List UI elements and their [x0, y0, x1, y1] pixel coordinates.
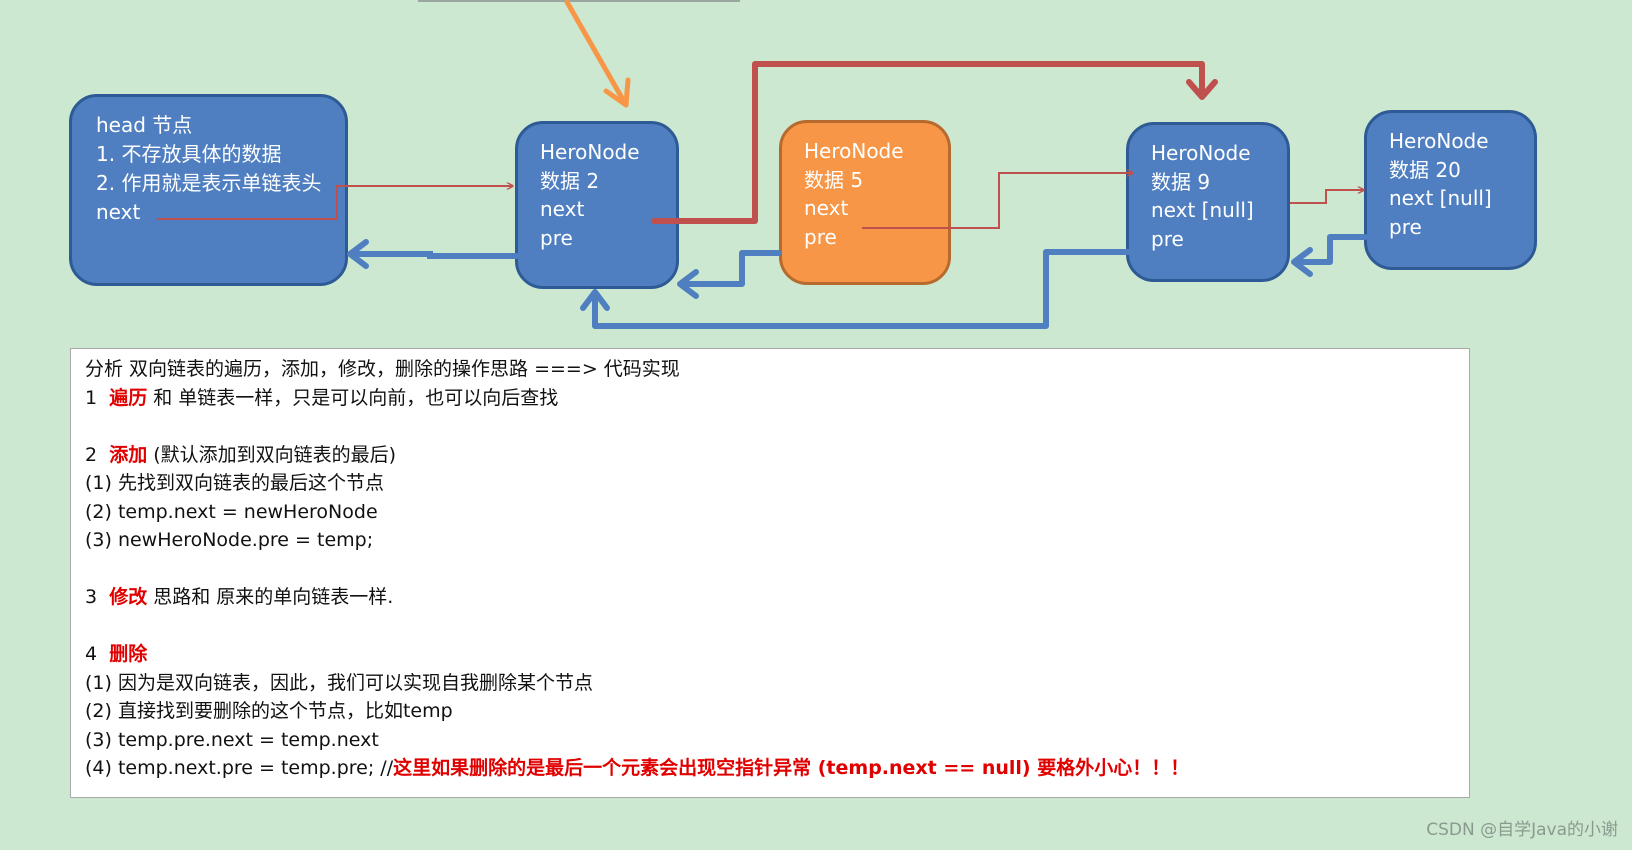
node-20-pre: pre — [1389, 214, 1422, 239]
section-add-keyword: 添加 — [109, 443, 148, 466]
delete-warning: 这里如果删除的是最后一个元素会出现空指针异常 (temp.next == nul… — [393, 757, 1190, 779]
top-edge-strip — [418, 0, 740, 2]
head-node-line1: 1. 不存放具体的数据 — [96, 142, 282, 166]
head-node-title: head 节点 — [96, 113, 193, 137]
node-9-name: HeroNode — [1151, 141, 1251, 165]
node-9-pre: pre — [1151, 226, 1184, 251]
node-20-data: 数据 20 — [1389, 157, 1461, 182]
delete-step-4: (4) temp.next.pre = temp.pre; //这里如果删除的是… — [85, 754, 1455, 783]
notes-title: 分析 双向链表的遍历，添加，修改，删除的操作思路 ===> 代码实现 — [85, 358, 680, 380]
add-step-1: (1) 先找到双向链表的最后这个节点 — [85, 472, 384, 494]
section-delete-num: 4 — [85, 643, 98, 665]
delete-step-1: (1) 因为是双向链表，因此，我们可以实现自我删除某个节点 — [85, 671, 593, 694]
hero-node-2: HeroNode 数据 2 next pre — [515, 121, 679, 289]
blank-line — [85, 612, 1455, 641]
hero-node-5: HeroNode 数据 5 next pre — [779, 120, 951, 285]
head-node-next: next — [96, 200, 141, 224]
node-20-next: next [null] — [1389, 186, 1492, 210]
delete-step-3: (3) temp.pre.next = temp.next — [85, 728, 379, 751]
section-update-num: 3 — [85, 586, 98, 608]
section-update-text: 思路和 原来的单向链表一样. — [147, 586, 394, 608]
node-9-data: 数据 9 — [1151, 169, 1211, 194]
section-traverse-num: 1 — [85, 386, 98, 409]
head-node-line2: 2. 作用就是表示单链表头 — [96, 171, 322, 195]
arrow-node5-pre — [677, 250, 782, 299]
arrow-node20-pre — [1291, 234, 1368, 277]
head-node: head 节点 1. 不存放具体的数据 2. 作用就是表示单链表头 next — [69, 94, 348, 286]
node-5-pre: pre — [804, 224, 837, 249]
delete-step-4-code: (4) temp.next.pre = temp.pre; // — [85, 757, 394, 779]
node-5-next: next — [804, 196, 849, 220]
node-2-next: next — [540, 197, 585, 221]
section-add-text: (默认添加到双向链表的最后) — [147, 443, 397, 466]
hero-node-20: HeroNode 数据 20 next [null] pre — [1364, 110, 1537, 270]
section-delete: 4 删除 — [85, 640, 1455, 669]
node-20-name: HeroNode — [1389, 129, 1489, 153]
node-9-next: next [null] — [1151, 198, 1254, 222]
section-traverse-text: 和 单链表一样，只是可以向前，也可以向后查找 — [147, 386, 559, 409]
node-2-data: 数据 2 — [540, 168, 600, 193]
section-traverse: 1 遍历 和 单链表一样，只是可以向前，也可以向后查找 — [85, 384, 1455, 413]
blank-line — [85, 555, 1455, 584]
orange-arrow — [564, 0, 631, 108]
watermark: CSDN @自学Java的小谢 — [1426, 820, 1618, 840]
analysis-notes: 分析 双向链表的遍历，添加，修改，删除的操作思路 ===> 代码实现 1 遍历 … — [70, 348, 1470, 798]
section-delete-keyword: 删除 — [109, 643, 148, 665]
section-update-keyword: 修改 — [109, 586, 148, 608]
section-traverse-keyword: 遍历 — [109, 386, 148, 409]
arrow-node9-next — [1290, 190, 1364, 204]
delete-step-2: (2) 直接找到要删除的这个节点，比如temp — [85, 700, 453, 722]
section-add: 2 添加 (默认添加到双向链表的最后) — [85, 441, 1455, 470]
node-5-name: HeroNode — [804, 139, 904, 163]
section-add-num: 2 — [85, 443, 98, 466]
node-2-pre: pre — [540, 225, 573, 250]
node-2-name: HeroNode — [540, 140, 640, 164]
hero-node-9: HeroNode 数据 9 next [null] pre — [1126, 122, 1290, 282]
node-5-data: 数据 5 — [804, 167, 864, 192]
add-step-3: (3) newHeroNode.pre = temp; — [85, 529, 374, 551]
arrow-node2-pre — [347, 239, 520, 269]
section-update: 3 修改 思路和 原来的单向链表一样. — [85, 583, 1455, 612]
blank-line — [85, 412, 1455, 441]
add-step-2: (2) temp.next = newHeroNode — [85, 500, 378, 523]
